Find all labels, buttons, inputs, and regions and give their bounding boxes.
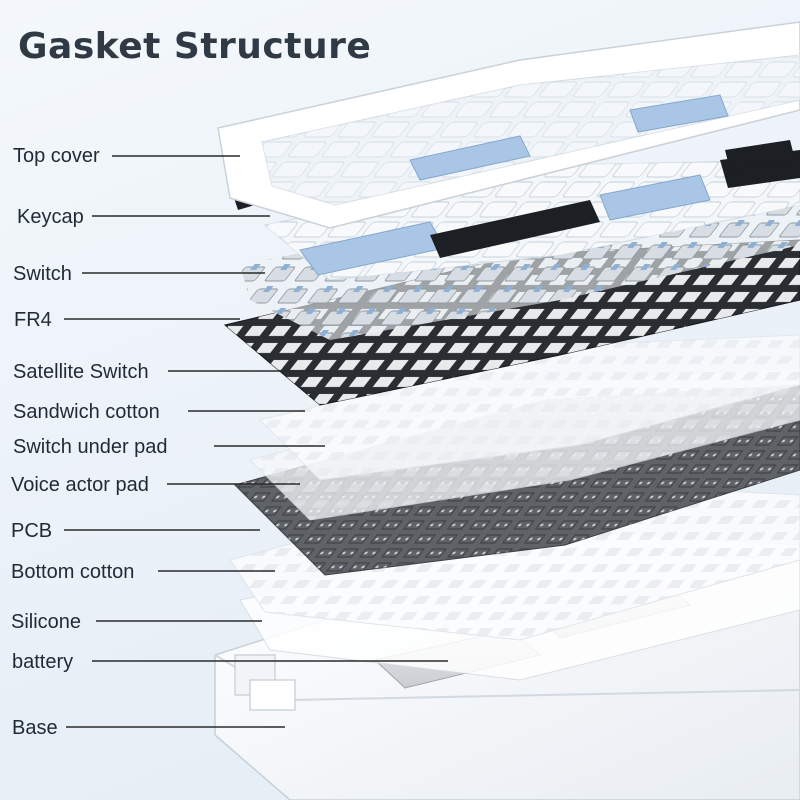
label-satellite-switch: Satellite Switch xyxy=(13,361,149,383)
label-bottom-cotton: Bottom cotton xyxy=(11,561,135,583)
leader-lines xyxy=(64,155,448,728)
label-sandwich-cotton: Sandwich cotton xyxy=(13,401,160,423)
label-keycap: Keycap xyxy=(17,206,84,228)
label-silicone: Silicone xyxy=(11,611,82,633)
label-switch-under-pad: Switch under pad xyxy=(13,436,168,458)
label-switch: Switch xyxy=(13,263,72,285)
label-voice-actor-pad: Voice actor pad xyxy=(11,474,149,496)
label-base: Base xyxy=(12,717,58,739)
label-pcb: PCB xyxy=(11,520,53,542)
label-battery: battery xyxy=(12,651,74,673)
label-fr4: FR4 xyxy=(14,309,52,331)
diagram-title: Gasket Structure xyxy=(18,26,372,67)
top-cover-layer xyxy=(217,21,800,229)
pads-layer xyxy=(249,334,800,521)
bottom-cotton-layer xyxy=(229,479,800,641)
label-top-cover: Top cover xyxy=(13,145,100,167)
